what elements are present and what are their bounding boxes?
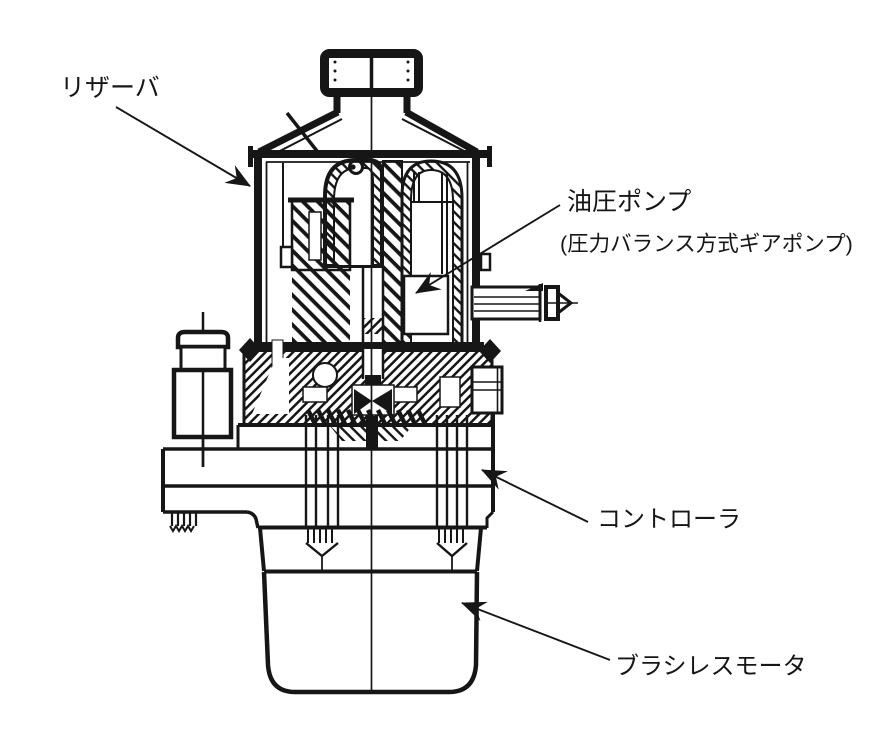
- motor-band-right: [475, 527, 483, 572]
- gear-wedge-left: [354, 389, 372, 414]
- leader-motor: [461, 601, 611, 661]
- leader-lines: [115, 106, 611, 661]
- shaft-seal: [362, 318, 384, 334]
- shoulder-right: [404, 108, 479, 156]
- shaft-channel: [363, 349, 383, 379]
- wall-boss: [479, 252, 492, 272]
- flange-pocket: [392, 386, 418, 403]
- fitting-stem: [470, 285, 542, 321]
- flange-bore: [312, 362, 338, 388]
- valve-slot: [308, 211, 322, 261]
- label-hydraulic-pump-sub: (圧力バランス方式ギアポンプ): [560, 232, 853, 256]
- weld-tick-mark: [285, 111, 319, 153]
- flange-bolt-left: [239, 338, 261, 362]
- fitting-barb: [525, 283, 543, 291]
- flange-white-wedge: [252, 358, 289, 414]
- motor-body-outline: [261, 571, 480, 695]
- shoulder-left: [257, 108, 340, 156]
- vent-nipple-icon: [348, 159, 364, 175]
- shoulder-right-inner: [401, 118, 469, 154]
- flange-bolt-right: [479, 339, 501, 363]
- flange-pocket: [302, 386, 328, 403]
- label-hydraulic-pump: 油圧ポンプ: [567, 188, 691, 216]
- flange-pocket: [439, 376, 461, 408]
- electrical-connector: [171, 312, 234, 467]
- motor-housing: [258, 527, 483, 695]
- connector-cap: [175, 329, 231, 350]
- valve-tab: [279, 245, 294, 269]
- flange-top-band: [256, 342, 484, 352]
- controller-notch: [246, 510, 260, 529]
- vent-nipple-dot: [350, 164, 356, 170]
- shoulder-left-inner: [275, 118, 343, 154]
- connector-neck: [179, 345, 227, 372]
- pump-section-window: [402, 274, 450, 336]
- hose-fitting: [470, 283, 578, 322]
- leader-pump: [415, 204, 561, 294]
- bolt-right: [435, 415, 469, 571]
- label-reservoir: リザーバ: [60, 74, 160, 102]
- pump-center-column: [382, 160, 403, 346]
- hydraulic-pump-assembly: [279, 158, 464, 347]
- labels: リザーバ 油圧ポンプ (圧力バランス方式ギアポンプ) コントローラ ブラシレスモ…: [60, 74, 853, 680]
- motor-band-left: [258, 527, 266, 572]
- leader-reservoir: [115, 106, 251, 187]
- filler-cap: [320, 49, 423, 113]
- controller-foot-threads: [169, 512, 198, 533]
- lower-block-hatch: [292, 270, 350, 345]
- controller-right-step: [485, 510, 495, 528]
- cap-knurl-dots: [333, 60, 410, 82]
- gear-wedge-right: [372, 389, 392, 414]
- mounting-bolts: [304, 415, 469, 571]
- leader-controller: [481, 469, 589, 523]
- pump-flange: [239, 338, 504, 450]
- bolt-left: [304, 415, 340, 571]
- label-brushless-motor: ブラシレスモータ: [615, 653, 807, 680]
- label-controller: コントローラ: [597, 506, 741, 533]
